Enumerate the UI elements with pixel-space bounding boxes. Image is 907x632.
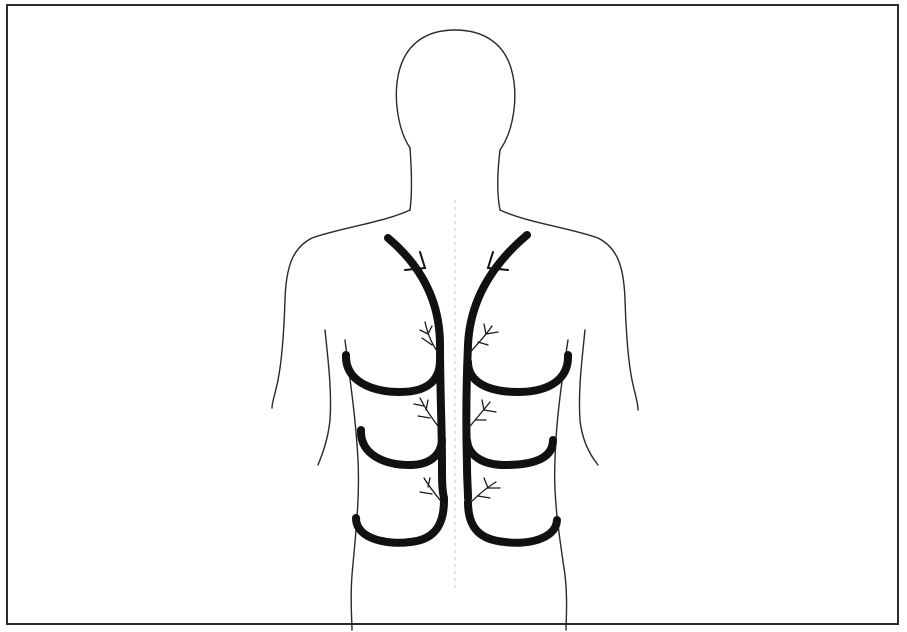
vessels — [346, 235, 568, 543]
branches — [414, 322, 500, 505]
right-lower-branch — [468, 482, 496, 505]
right-middle-twig-b — [484, 410, 496, 412]
left-middle-twig-c — [414, 404, 424, 406]
body-outline — [272, 30, 638, 630]
left-middle-twig-a — [418, 416, 430, 418]
left-lower-arch — [356, 500, 444, 543]
right-upper-twig-c — [484, 324, 486, 334]
left-upper-arch — [346, 355, 440, 392]
right-lower-twig-c — [484, 478, 488, 488]
right-inner-arm — [579, 330, 598, 465]
left-inner-arm — [318, 330, 331, 465]
right-upper-arch — [468, 355, 568, 392]
head-outline — [396, 30, 514, 150]
right-lower-twig-a — [478, 496, 490, 498]
left-upper-twig-c — [428, 326, 432, 334]
right-middle-branch — [467, 402, 490, 430]
neck-left — [410, 148, 412, 210]
left-lower-twig-a — [420, 492, 432, 494]
right-upper-twig-a — [478, 342, 488, 345]
left-middle-twig-b — [426, 400, 428, 410]
right-middle-arch — [467, 440, 553, 465]
left-middle-arch — [361, 430, 442, 465]
right-middle-twig-c — [482, 400, 484, 410]
figure-caption-strip — [0, 610, 907, 632]
right-lower-arch — [468, 502, 557, 543]
neck-right — [498, 150, 500, 210]
